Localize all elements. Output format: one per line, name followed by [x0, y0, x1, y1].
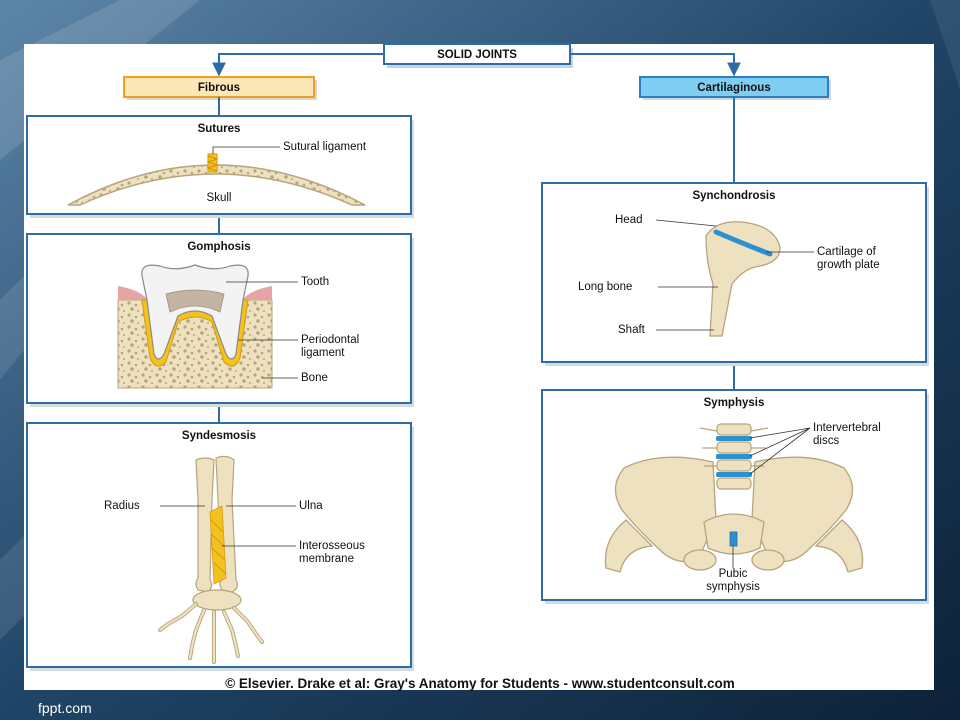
pubic-symphysis-label-line2: symphysis [706, 581, 760, 593]
growth-plate-illustration [713, 229, 773, 257]
sutural-ligament-leader [212, 146, 280, 154]
skull-bone-illustration [67, 164, 366, 206]
ulna-label: Ulna [299, 500, 323, 512]
intervertebral-discs-label: Intervertebral [813, 422, 881, 434]
periodontal-ligament-label-line2: ligament [301, 347, 345, 359]
tooth-pulp-illustration [165, 289, 225, 313]
wrist-bones-illustration [192, 589, 242, 611]
pelvis-illustration [604, 456, 864, 573]
bone-label: Bone [301, 372, 328, 384]
sutures-title: Sutures [198, 123, 241, 135]
gum-tissue-illustration [242, 286, 272, 300]
root-connector-right [570, 53, 741, 77]
synchondrosis-title: Synchondrosis [692, 190, 775, 202]
intervertebral-discs-illustration [716, 436, 752, 477]
head-label: Head [615, 214, 643, 226]
sutural-ligament-zigzag [206, 155, 219, 172]
shaft-label: Shaft [618, 324, 646, 336]
interosseous-membrane-label-line2: membrane [299, 553, 354, 565]
radius-bone-illustration [195, 457, 215, 593]
sutural-ligament-label: Sutural ligament [283, 141, 367, 153]
periodontal-ligament-label: Periodontal [301, 334, 359, 346]
gomphosis-title: Gomphosis [187, 241, 250, 253]
background-streak [930, 0, 960, 90]
vertebrae-illustration [699, 423, 769, 490]
pubic-symphysis-label: Pubic [719, 568, 748, 580]
credit-line: © Elsevier. Drake et al: Gray's Anatomy … [225, 676, 735, 691]
intervertebral-discs-label-line2: discs [813, 435, 839, 447]
cartilaginous-label: Cartilaginous [697, 82, 770, 94]
interosseous-membrane-label: Interosseous [299, 540, 365, 552]
head-leader [655, 219, 717, 227]
skull-label: Skull [207, 192, 232, 204]
intervertebral-discs-leader [749, 427, 811, 475]
hand-bones-fill [158, 602, 264, 664]
gum-tissue-illustration [118, 286, 148, 300]
syndesmosis-title: Syndesmosis [182, 430, 256, 442]
pubic-symphysis-illustration [729, 531, 738, 547]
growth-plate-label: Cartilage of [817, 246, 877, 258]
root-connector-left [212, 53, 384, 77]
fibrous-label: Fibrous [198, 82, 240, 94]
radius-label: Radius [104, 500, 140, 512]
tooth-illustration [141, 264, 249, 360]
interosseous-membrane-illustration [209, 505, 227, 585]
growth-plate-label-line2: growth plate [817, 259, 880, 271]
interosseous-fibers [210, 519, 227, 575]
long-bone-label: Long bone [578, 281, 632, 293]
tooth-label: Tooth [301, 276, 329, 288]
brand-watermark: fppt.com [38, 700, 92, 716]
symphysis-title: Symphysis [704, 397, 765, 409]
root-title: SOLID JOINTS [437, 49, 517, 61]
